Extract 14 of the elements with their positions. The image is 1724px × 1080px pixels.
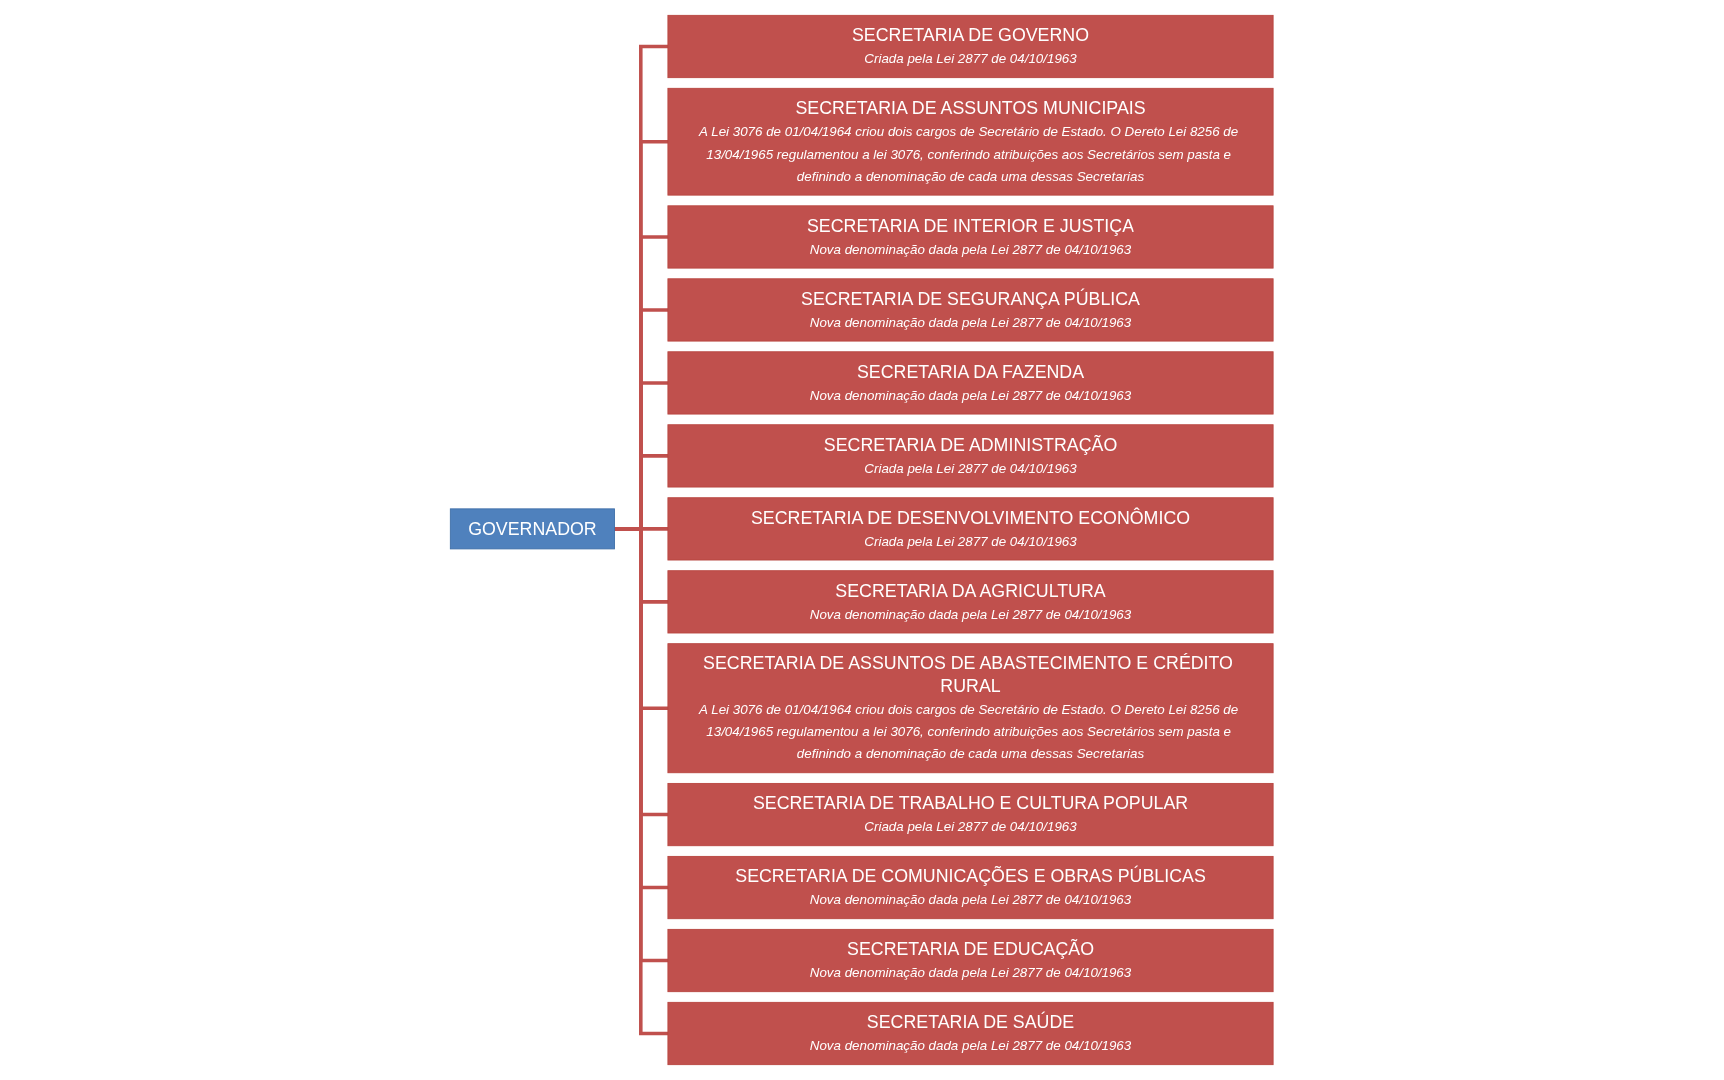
node-box: SECRETARIA DE ASSUNTOS MUNICIPAIS A Lei 3076 de 01/04/1964 criou dois cargos de Secretário de Estado. O Dereto Lei 8256 de 13/04/1965 regulamentou a lei 3076, conferindo atribuições aos Secretários sem pasta e definindo a denominação de cada uma dessas Secretarias [667, 87, 1274, 196]
node-box: SECRETARIA DE ASSUNTOS DE ABASTECIMENTO E CRÉDITO RURAL A Lei 3076 de 01/04/1964 criou dois cargos de Secretário de Estado. O Dereto Lei 8256 de 13/04/1965 regulamentou a lei 3076, conferindo atribuições aos Secretários sem pasta e definindo a denominação de cada uma dessas Secretarias [667, 643, 1274, 774]
node-box: SECRETARIA DE GOVERNO Criada pela Lei 2877 de 04/10/1963 [667, 14, 1274, 79]
node-box: SECRETARIA DA AGRICULTURA Nova denominação dada pela Lei 2877 de 04/10/1963 [667, 570, 1274, 634]
node-box: SECRETARIA DA FAZENDA Nova denominação dada pela Lei 2877 de 04/10/1963 [667, 351, 1274, 415]
node-box: SECRETARIA DE COMUNICAÇÕES E OBRAS PÚBLICAS Nova denominação dada pela Lei 2877 de 04/10/1963 [667, 855, 1274, 920]
node-box: SECRETARIA DE DESENVOLVIMENTO ECONÔMICO Criada pela Lei 2877 de 04/10/1963 [667, 497, 1274, 561]
node-box: SECRETARIA DE EDUCAÇÃO Nova denominação dada pela Lei 2877 de 04/10/1963 [667, 928, 1274, 993]
node-box: SECRETARIA DE INTERIOR E JUSTIÇA Nova denominação dada pela Lei 2877 de 04/10/1963 [667, 205, 1274, 269]
node-box: SECRETARIA DE TRABALHO E CULTURA POPULAR Criada pela Lei 2877 de 04/10/1963 [667, 782, 1274, 847]
node-box: SECRETARIA DE SEGURANÇA PÚBLICA Nova denominação dada pela Lei 2877 de 04/10/1963 [667, 278, 1274, 342]
node-box: GOVERNADOR [450, 508, 616, 550]
node-box: SECRETARIA DE ADMINISTRAÇÃO Criada pela Lei 2877 de 04/10/1963 [667, 424, 1274, 488]
node-box: SECRETARIA DE SAÚDE Nova denominação dada pela Lei 2877 de 04/10/1963 [667, 1001, 1274, 1066]
